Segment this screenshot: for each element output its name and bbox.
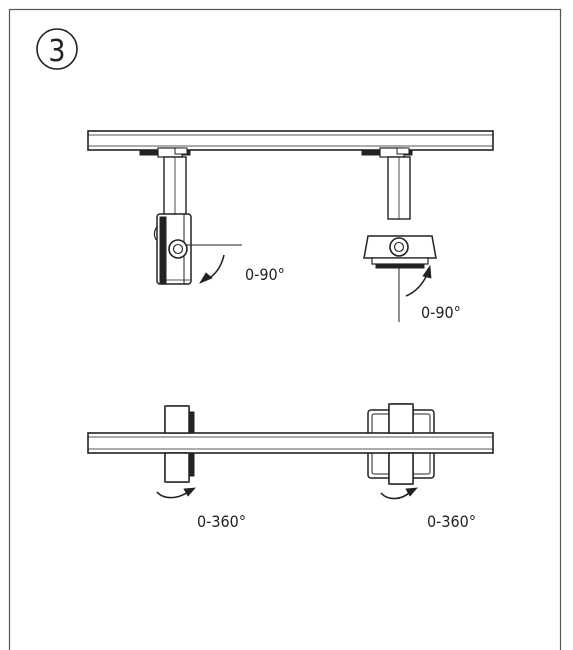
left-tilt-fixture [139,147,242,285]
step-number: 3 [48,34,65,69]
page-border [8,8,562,650]
track-rail-side [87,130,494,151]
track-rail-top [87,432,494,454]
right-tilt-fixture [361,147,437,322]
left-tilt-label: 0-90° [245,265,285,284]
tilt-views: 0-90° 0-90° [87,130,494,322]
right-rotate-arrow [380,491,411,500]
left-rotate-arrow [156,491,189,499]
step-badge: 3 [36,28,78,70]
rotate-views: 0-360° 0-360° [87,403,494,531]
step-circle [36,28,78,70]
left-rotate-label: 0-360° [197,512,246,531]
right-tilt-label: 0-90° [421,303,461,322]
right-rotate-label: 0-360° [427,512,476,531]
